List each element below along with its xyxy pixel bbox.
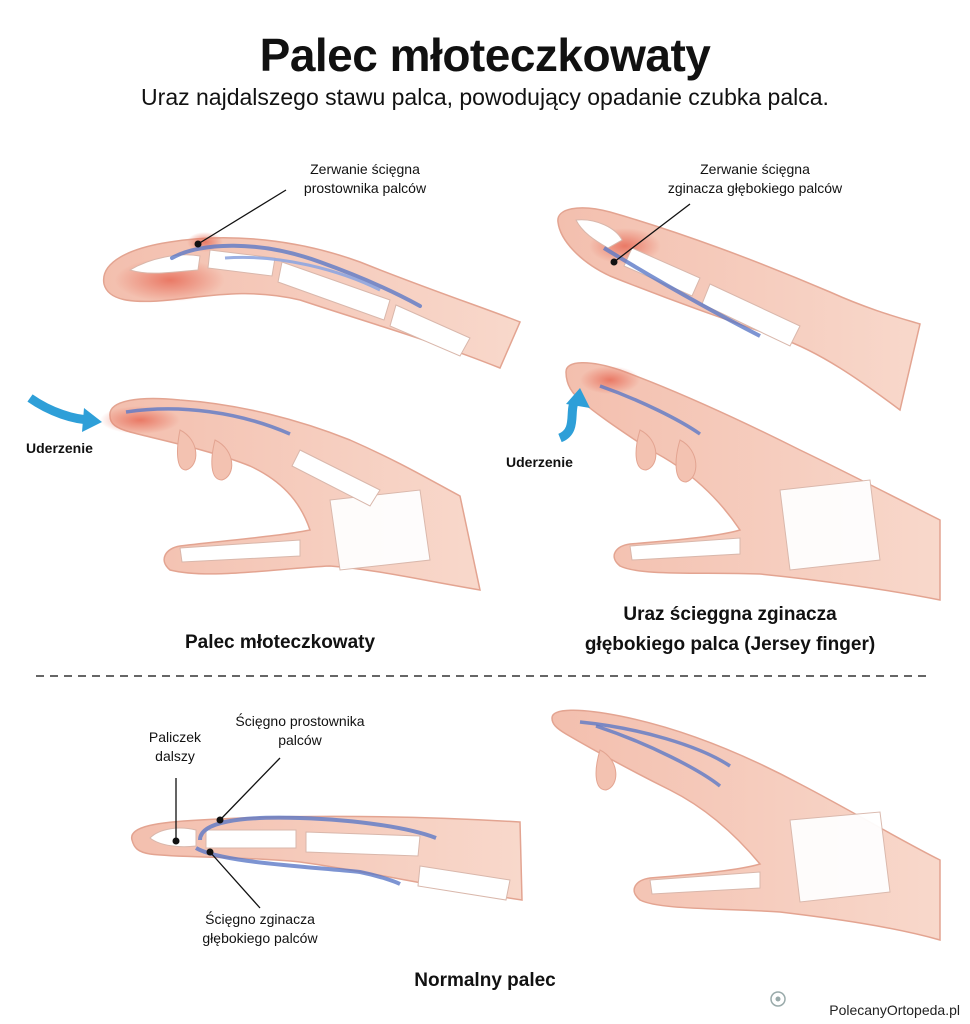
page-title: Palec młoteczkowaty — [259, 29, 711, 81]
page-subtitle: Uraz najdalszego stawu palca, powodujący… — [141, 84, 829, 110]
normal-finger-drawing — [131, 757, 523, 909]
mallet-hand-drawing — [27, 394, 481, 591]
flexor-tendon-label-line2: głębokiego palców — [202, 930, 318, 946]
distal-phalanx-label: Paliczek dalszy — [130, 728, 220, 766]
jersey-hand-drawing — [557, 362, 941, 601]
extensor-rupture-label-line1: Zerwanie ścięgna — [310, 161, 420, 177]
flexor-tendon-label-line1: Ścięgno zginacza — [205, 911, 315, 927]
mallet-finger-drawing — [103, 189, 521, 369]
mallet-impact-label: Uderzenie — [26, 440, 93, 456]
jersey-finger-drawing — [557, 203, 921, 412]
extensor-rupture-label: Zerwanie ścięgna prostownika palców — [250, 160, 480, 198]
distal-phalanx-label-line2: dalszy — [155, 748, 195, 764]
distal-phalanx-label-line1: Paliczek — [148, 729, 202, 745]
flexor-tendon-label: Ścięgno zginacza głębokiego palców — [170, 910, 350, 948]
mallet-caption: Palec młoteczkowaty — [184, 632, 376, 653]
normal-caption: Normalny palec — [414, 970, 556, 991]
extensor-tendon-label: Ścięgno prostownika palców — [200, 712, 400, 750]
jersey-impact-label: Uderzenie — [506, 454, 573, 470]
brand-logo-icon — [770, 991, 786, 1007]
extensor-tendon-label-line2: palców — [278, 732, 322, 748]
brand-text: PolecanyOrtopeda.pl — [829, 1002, 960, 1018]
extensor-tendon-label-line1: Ścięgno prostownika — [235, 713, 365, 729]
brand-watermark: PolecanyOrtopeda.pl — [829, 1002, 960, 1018]
flexor-rupture-label: Zerwanie ścięgna zginacza głębokiego pal… — [630, 160, 880, 198]
extensor-rupture-label-line2: prostownika palców — [303, 180, 427, 196]
jersey-caption-line2: głębokiego palca (Jersey finger) — [584, 634, 876, 655]
jersey-caption-line1: Uraz ścieggna zginacza — [623, 604, 837, 625]
normal-hand-drawing — [551, 709, 941, 941]
flexor-rupture-label-line2: zginacza głębokiego palców — [667, 180, 843, 196]
jersey-caption: Uraz ścieggna zginacza głębokiego palca … — [540, 600, 920, 660]
flexor-rupture-label-line1: Zerwanie ścięgna — [700, 161, 810, 177]
